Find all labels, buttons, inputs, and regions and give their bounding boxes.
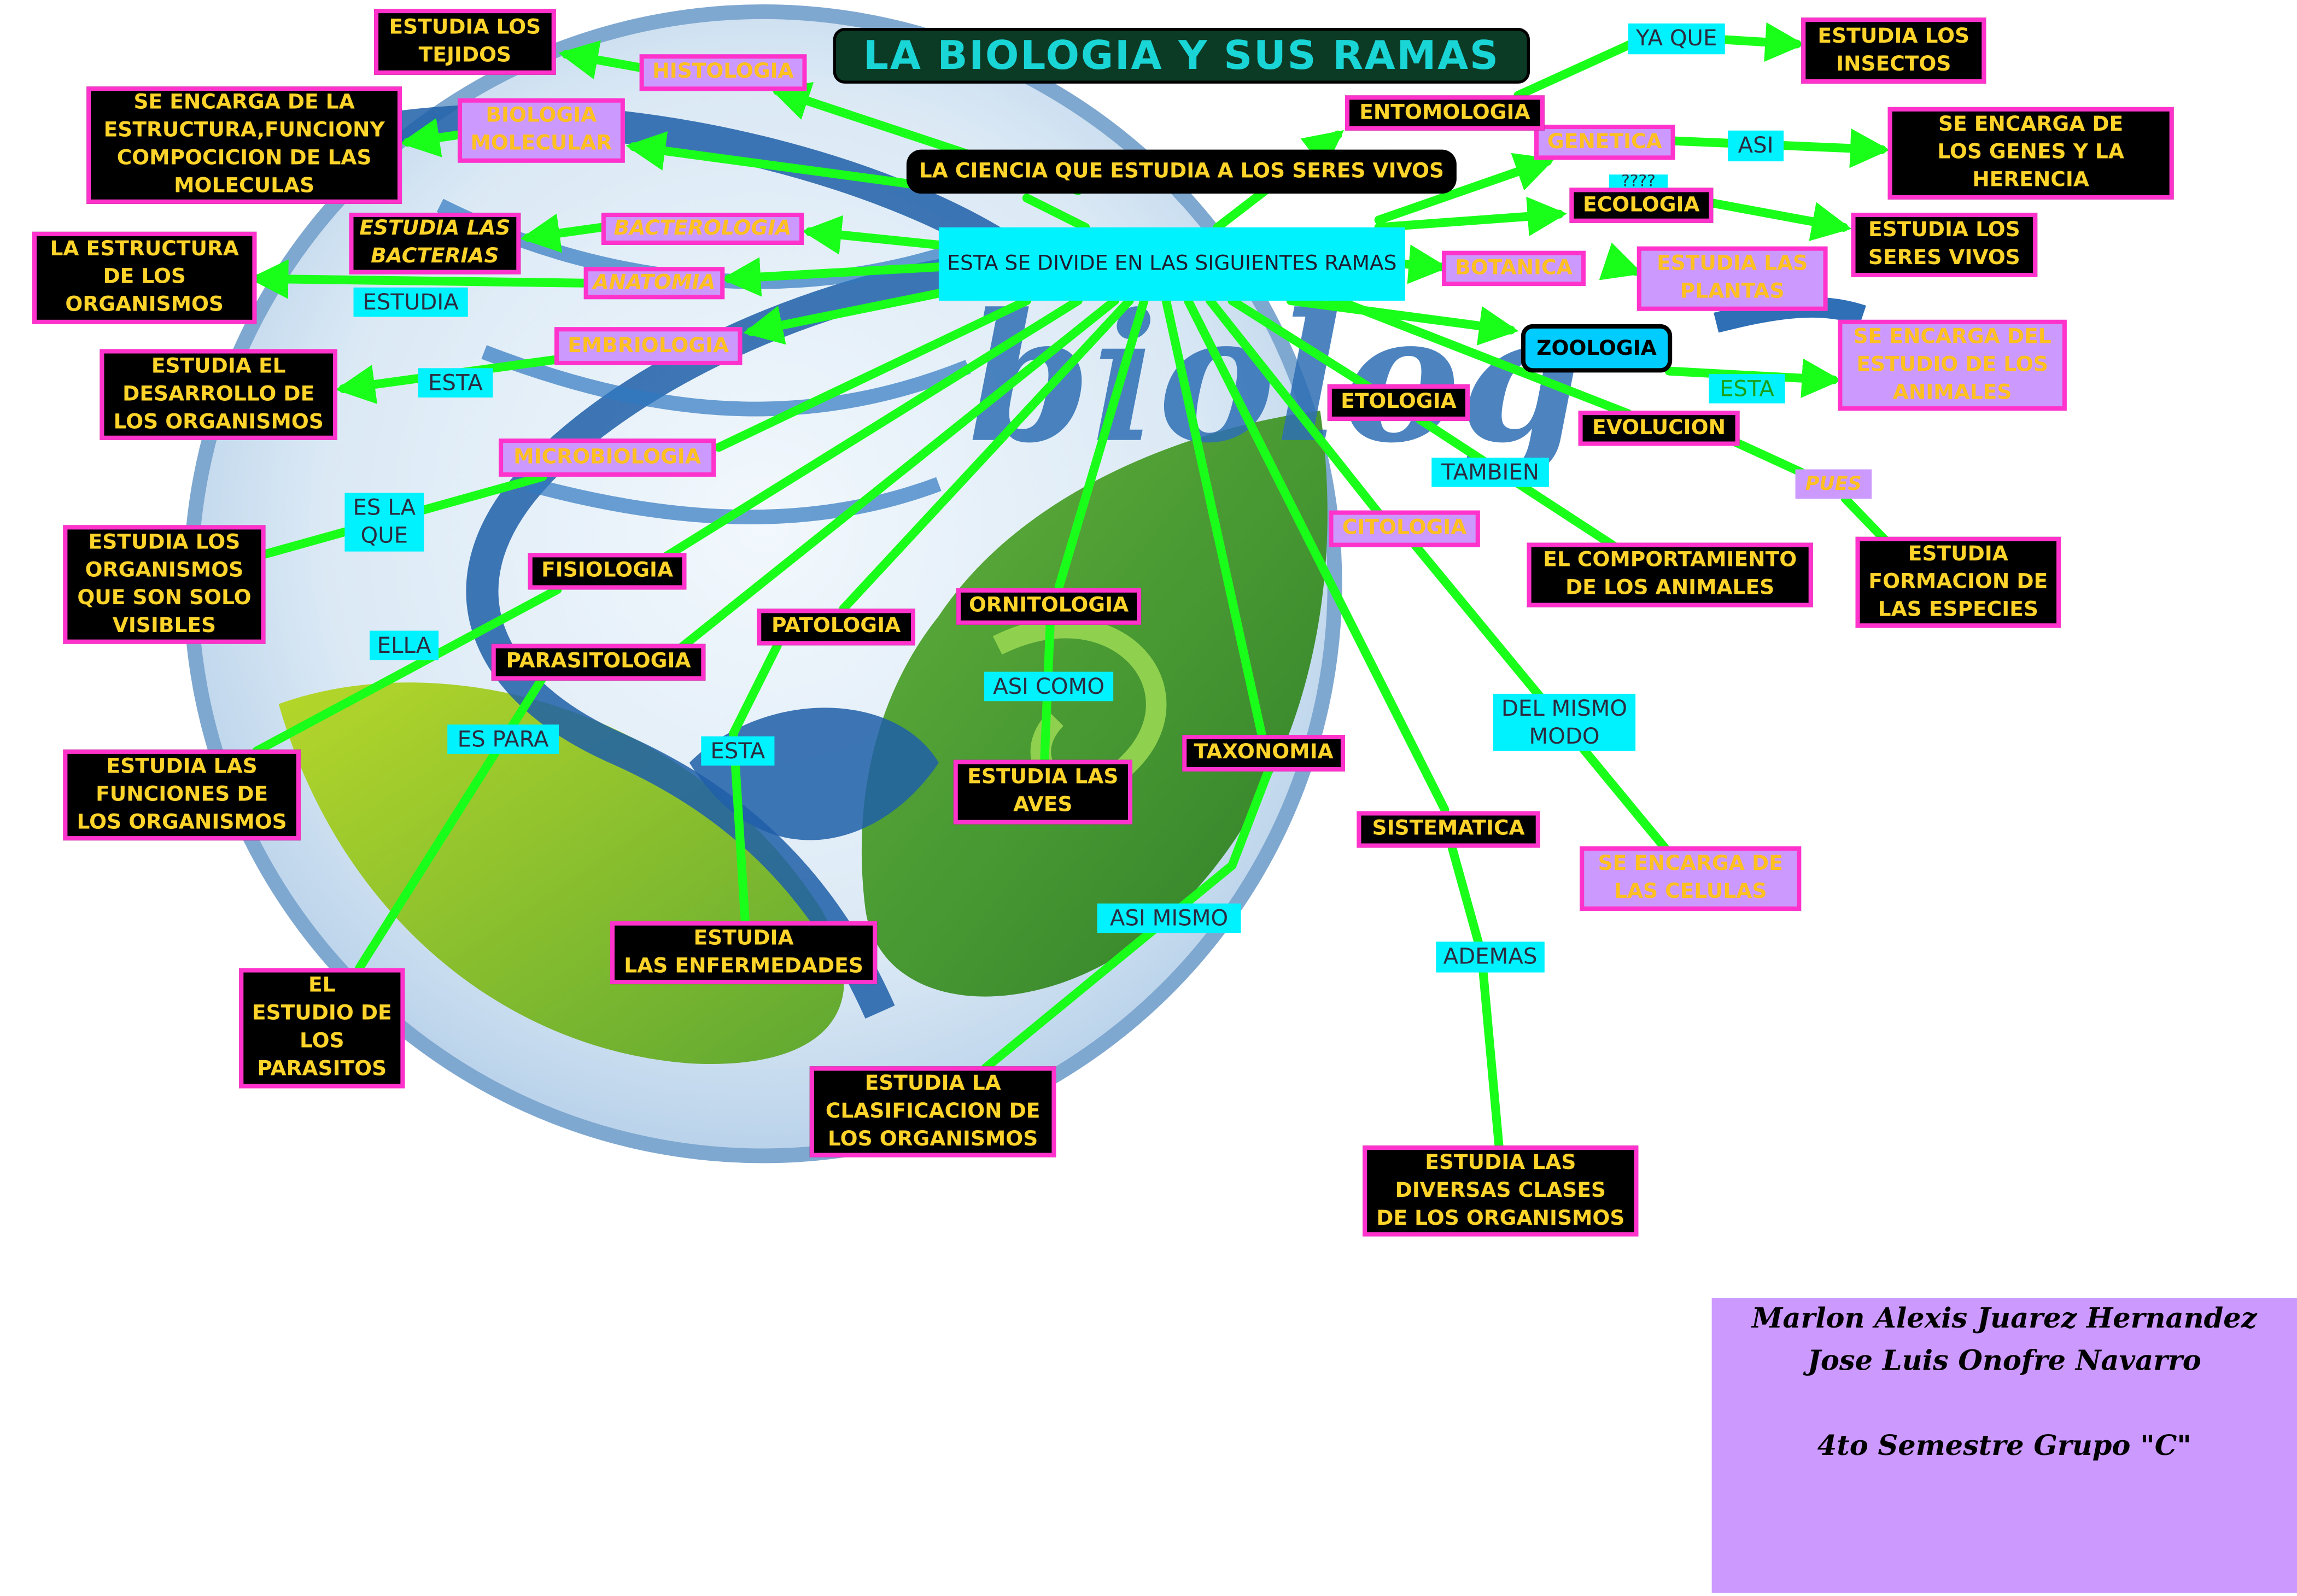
link-evolucion: PUES [1795,469,1872,499]
branch-etologia: ETOLOGIA [1327,384,1470,421]
def-bacteriologia: ESTUDIA LAS BACTERIAS [349,212,521,274]
center-node: ESTA SE DIVIDE EN LAS SIGUIENTES RAMAS [938,227,1405,301]
branch-parasitologia: PARASITOLOGIA [491,644,706,681]
branch-entomologia: ENTOMOLOGIA [1345,95,1545,131]
branch-biologia-molecular: BIOLOGIA MOLECULAR [457,98,625,163]
branch-histologia: HISTOLOGIA [639,54,807,91]
branch-fisiologia: FISIOLOGIA [528,553,687,590]
def-sistematica: ESTUDIA LAS DIVERSAS CLASES DE LOS ORGAN… [1363,1145,1639,1237]
biology-definition: LA CIENCIA QUE ESTUDIA A LOS SERES VIVOS [906,149,1457,194]
link-zoologia: ESTA [1709,374,1785,404]
branch-genetica: GENETICA [1534,125,1675,160]
branch-citologia: CITOLOGIA [1329,510,1480,547]
branch-embriologia: EMBRIOLOGIA [554,327,743,365]
def-citologia: SE ENCARGA DE LAS CELULAS [1580,846,1802,911]
def-parasitologia: EL ESTUDIO DE LOS PARASITOS [239,968,405,1089]
def-taxonomia: ESTUDIA LA CLASIFICACION DE LOS ORGANISM… [809,1066,1056,1157]
branch-anatomia: ANATOMIA [583,267,725,300]
link-entomologia: YA QUE [1628,23,1725,55]
def-genetica: SE ENCARGA DE LOS GENES Y LA HERENCIA [1887,107,2174,200]
branch-microbiologia: MICROBIOLOGIA [499,439,716,477]
def-evolucion: ESTUDIA FORMACION DE LAS ESPECIES [1855,536,2061,628]
def-biologia-molecular: SE ENCARGA DE LA ESTRUCTURA,FUNCIONY COM… [86,86,402,204]
def-anatomia: LA ESTRUCTURA DE LOS ORGANISMOS [32,231,257,324]
def-etologia: EL COMPORTAMIENTO DE LOS ANIMALES [1527,542,1813,607]
branch-taxonomia: TAXONOMIA [1182,734,1345,772]
branch-zoologia: ZOOLOGIA [1521,324,1673,373]
branch-botanica: BOTANICA [1442,250,1586,287]
link-sistematica: ADEMAS [1436,942,1545,973]
branch-ornitologia: ORNITOLOGIA [956,588,1142,625]
def-microbiologia: ESTUDIA LOS ORGANISMOS QUE SON SOLO VISI… [63,525,266,644]
link-fisiologia: ELLA [370,630,439,660]
link-parasitologia: ES PARA [447,724,559,754]
def-histologia: ESTUDIA LOS TEJIDOS [374,9,556,75]
def-ornitologia: ESTUDIA LAS AVES [953,759,1132,825]
def-fisiologia: ESTUDIA LAS FUNCIONES DE LOS ORGANISMOS [63,749,301,841]
def-zoologia: SE ENCARGA DEL ESTUDIO DE LOS ANIMALES [1838,319,2067,411]
link-genetica: ASI [1728,130,1784,162]
branch-patologia: PATOLOGIA [757,609,915,646]
def-embriologia: ESTUDIA EL DESARROLLO DE LOS ORGANISMOS [100,349,338,440]
author-credits: Marlon Alexis Juarez Hernandez Jose Luis… [1711,1298,2297,1593]
link-ecologia: ???? [1609,174,1668,188]
branch-sistematica: SISTEMATICA [1357,811,1540,848]
link-anatomia: ESTUDIA [353,287,468,317]
page-title: LA BIOLOGIA Y SUS RAMAS [833,27,1530,84]
branch-bacteriologia: BACTEROLOGIA [601,212,804,245]
link-patologia: ESTA [701,736,775,766]
def-entomologia: ESTUDIA LOS INSECTOS [1801,17,1986,84]
link-taxonomia: ASI MISMO [1097,903,1241,933]
def-ecologia: ESTUDIA LOS SERES VIVOS [1851,212,2038,278]
branch-ecologia: ECOLOGIA [1569,188,1714,223]
link-etologia: TAMBIEN [1431,457,1549,487]
link-microbiologia: ES LA QUE [344,493,424,552]
link-embriologia: ESTA [418,368,493,397]
def-patologia: ESTUDIA LAS ENFERMEDADES [610,921,878,985]
link-citologia: DEL MISMO MODO [1493,693,1636,751]
def-botanica: ESTUDIA LAS PLANTAS [1636,246,1828,311]
link-ornitologia: ASI COMO [984,671,1114,701]
branch-evolucion: EVOLUCION [1578,411,1740,446]
